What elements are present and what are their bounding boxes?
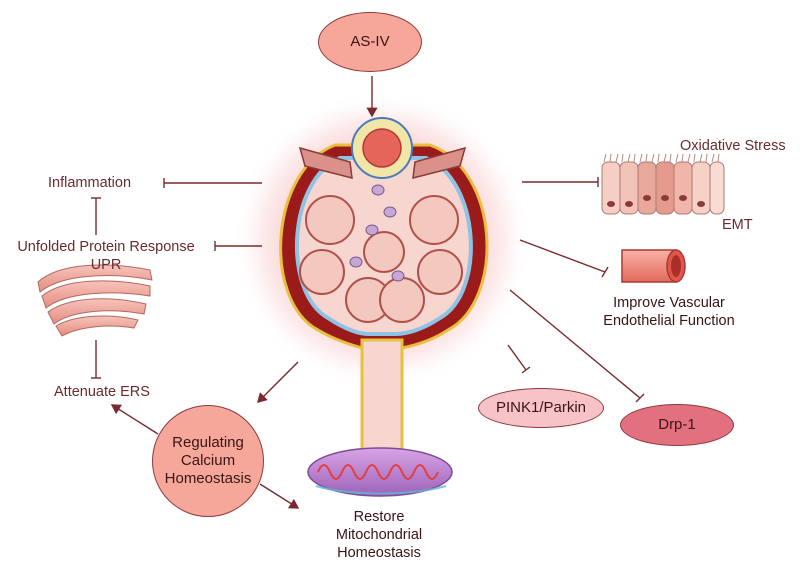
inhibit-to-vascular <box>519 239 606 273</box>
arrow-kidney-to-calcium <box>257 361 299 403</box>
drp1-node: Drp-1 <box>620 404 734 446</box>
asiv-label: AS-IV <box>350 33 390 50</box>
emt-label: EMT <box>722 217 753 233</box>
vascular-label-line2: Endothelial Function <box>603 313 735 329</box>
upr-label-line2: UPR <box>90 257 122 273</box>
connectors <box>91 76 645 509</box>
calcium-node: Regulating Calcium Homeostasis <box>152 405 264 517</box>
blood-vessel-illustration <box>621 249 686 283</box>
calcium-label-line2: Calcium <box>180 452 236 469</box>
glomerulus-illustration <box>232 90 532 457</box>
arrow-calcium-to-mito <box>259 483 300 509</box>
oxidative-stress-label: Oxidative Stress <box>680 138 786 154</box>
pink1-label: PINK1/Parkin <box>495 399 587 416</box>
vascular-label-line1: Improve Vascular <box>613 295 725 311</box>
calcium-label-line1: Regulating <box>172 434 244 451</box>
mito-label-line2: Mitochondrial <box>335 527 423 543</box>
inhibit-to-pink1 <box>507 344 527 371</box>
drp1-label: Drp-1 <box>658 416 696 433</box>
attenuate-ers-label: Attenuate ERS <box>54 384 150 400</box>
vascular-label: Improve Vascular Endothelial Function <box>588 294 750 330</box>
mito-label-line1: Restore <box>353 509 405 525</box>
endoplasmic-reticulum-illustration <box>37 264 153 337</box>
calcium-label-line3: Homeostasis <box>164 470 252 487</box>
inflammation-label: Inflammation <box>48 175 132 191</box>
mito-label-line3: Homeostasis <box>337 545 421 561</box>
arrow-calcium-to-ers <box>110 404 159 435</box>
epithelial-cells-illustration <box>601 153 725 215</box>
asiv-node: AS-IV <box>318 12 422 72</box>
inhibit-to-drp1 <box>509 289 641 399</box>
pink1-node: PINK1/Parkin <box>478 388 604 428</box>
mitochondrion-illustration <box>307 447 453 497</box>
mito-label: Restore Mitochondrial Homeostasis <box>314 508 444 562</box>
upr-label-line1: Unfolded Protein Response <box>17 239 195 255</box>
upr-label: Unfolded Protein Response UPR <box>0 238 212 274</box>
